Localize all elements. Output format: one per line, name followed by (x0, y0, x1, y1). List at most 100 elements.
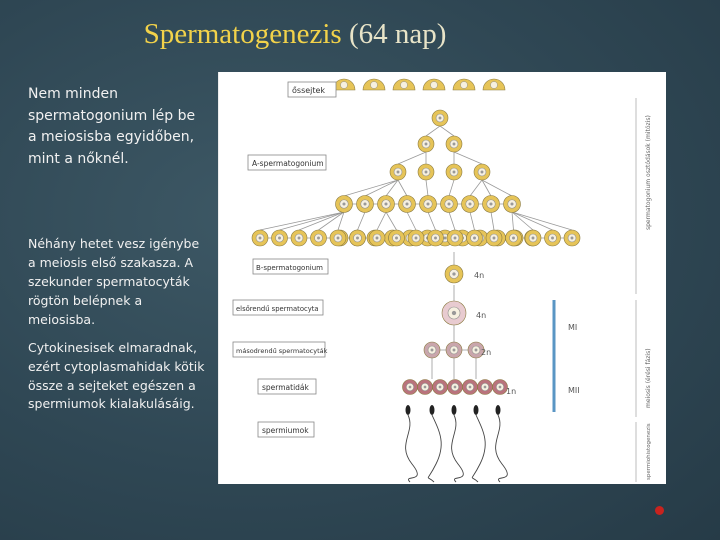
a-spermatogonium-cell (482, 195, 500, 213)
label-spermiumok: spermiumok (257, 421, 315, 438)
ploidy-spermatid: 1n (506, 387, 516, 396)
a-spermatogonium-cell (388, 229, 405, 247)
cell-connector (490, 211, 495, 231)
a-spermatogonium-cell (440, 195, 458, 213)
cell-connector (427, 211, 436, 231)
cell-connector (397, 179, 408, 197)
a-spermatogonium-cell (290, 229, 308, 247)
cell-connector (337, 211, 345, 231)
cell-connector (481, 179, 492, 197)
cell-connector (357, 211, 366, 231)
cell-connector (376, 211, 387, 231)
spermatid-cell (402, 379, 418, 395)
a-spermatogonium-cell (473, 163, 491, 181)
a-spermatogonium-cell (563, 229, 581, 247)
a-spermatogonium-cell (271, 229, 288, 247)
stem-cell (392, 78, 416, 91)
svg-text:másodrendű spermatocyták: másodrendű spermatocyták (236, 346, 328, 355)
cell-connector (511, 211, 534, 231)
stem-cell (482, 78, 506, 91)
ploidy-primary: 4n (476, 311, 486, 320)
svg-text:A-spermatogonium: A-spermatogonium (252, 159, 324, 168)
paragraph-1: Nem minden spermatogonium lép be a meios… (28, 86, 196, 167)
a-spermatogonium-cell (335, 195, 353, 213)
ploidy-b: 4n (474, 271, 484, 280)
spermatid-cell (477, 379, 493, 395)
a-spermatogonium-cell (389, 163, 407, 181)
secondary-spermatocyte-cell (423, 341, 441, 359)
cell-connector (448, 179, 455, 197)
a-spermatogonium-cell (398, 195, 416, 213)
label-b-spermatogonium: B-spermatogonium (252, 258, 329, 275)
cell-connector (453, 151, 483, 165)
title-suffix: (64 nap) (341, 18, 447, 50)
stem-cell (332, 78, 356, 91)
title-main: Spermatogenezis (143, 18, 342, 50)
a-spermatogonium-cell (445, 163, 463, 181)
a-spermatogonium-cell (427, 229, 444, 247)
cell-layer (251, 78, 581, 483)
stem-cell (452, 78, 476, 91)
cell-connector (469, 211, 475, 231)
a-spermatogonium-cell (417, 135, 435, 153)
svg-text:spermatidák: spermatidák (262, 383, 310, 392)
spermatid-cell (462, 379, 478, 395)
cell-connector (511, 211, 514, 231)
secondary-spermatocyte-cell (445, 341, 463, 359)
spermatid-cell (492, 379, 508, 395)
side-label-spermio: spermiohistogenezis (646, 423, 652, 480)
paragraph-3: Cytokinesisek elmaradnak, ezért cytoplas… (28, 340, 205, 412)
a-spermatogonium-cell (446, 229, 464, 247)
spermium (495, 405, 508, 483)
cell-connector (425, 179, 429, 197)
a-spermatogonium-cell (466, 229, 483, 247)
spermatogenesis-diagram: őssejtek A-spermatogonium B-spermatogoni… (218, 72, 652, 484)
spermatogenesis-figure: őssejtek A-spermatogonium B-spermatogoni… (218, 72, 666, 484)
a-spermatogonium-cell (251, 229, 269, 247)
secondary-spermatocyte-cell (467, 341, 485, 359)
cell-connector (481, 179, 513, 197)
a-spermatogonium-cell (310, 229, 327, 247)
mi-label: MI (568, 323, 577, 332)
cell-connector (511, 211, 573, 231)
cell-connector (439, 125, 455, 137)
a-spermatogonium-cell (407, 229, 425, 247)
ploidy-secondary: 2n (481, 348, 491, 357)
cell-connector (364, 179, 399, 197)
svg-text:elsőrendű spermatocyta: elsőrendű spermatocyta (236, 304, 319, 313)
cell-connector (318, 211, 345, 231)
a-spermatogonium-cell (356, 195, 374, 213)
label-a-spermatogonium: A-spermatogonium (247, 154, 327, 171)
a-spermatogonium-cell (431, 109, 449, 127)
cell-connector (448, 211, 456, 231)
cell-connector (343, 179, 399, 197)
spermatid-cell (432, 379, 448, 395)
svg-text:spermiumok: spermiumok (262, 426, 309, 435)
label-masodrendu: másodrendű spermatocyták (232, 341, 328, 358)
label-elsorendu: elsőrendű spermatocyta (232, 299, 324, 316)
spermatid-cell (417, 379, 433, 395)
svg-text:őssejtek: őssejtek (292, 86, 325, 95)
stem-cell (362, 78, 386, 91)
cell-connector (259, 211, 345, 231)
a-spermatogonium-cell (524, 229, 542, 247)
a-spermatogonium-cell (461, 195, 479, 213)
cell-connector (385, 179, 399, 197)
a-spermatogonium-cell (419, 195, 437, 213)
spermatid-cell (447, 379, 463, 395)
a-spermatogonium-cell (485, 229, 503, 247)
a-spermatogonium-cell (445, 135, 463, 153)
cell-connector (511, 211, 553, 231)
a-spermatogonium-cell (505, 229, 522, 247)
cell-connector (279, 211, 345, 231)
a-spermatogonium-cell (503, 195, 521, 213)
label-spermatidak: spermatidák (257, 378, 317, 395)
paragraph-2: Néhány hetet vesz igénybe a meiosis első… (28, 236, 200, 327)
label-ossejtek: őssejtek (287, 81, 337, 98)
spermium (471, 405, 486, 483)
a-spermatogonium-cell (349, 229, 366, 247)
slide-bullet-dot (655, 506, 664, 515)
b-spermatogonium-cell (444, 264, 464, 284)
spermium (405, 405, 418, 483)
a-spermatogonium-cell (329, 229, 347, 247)
